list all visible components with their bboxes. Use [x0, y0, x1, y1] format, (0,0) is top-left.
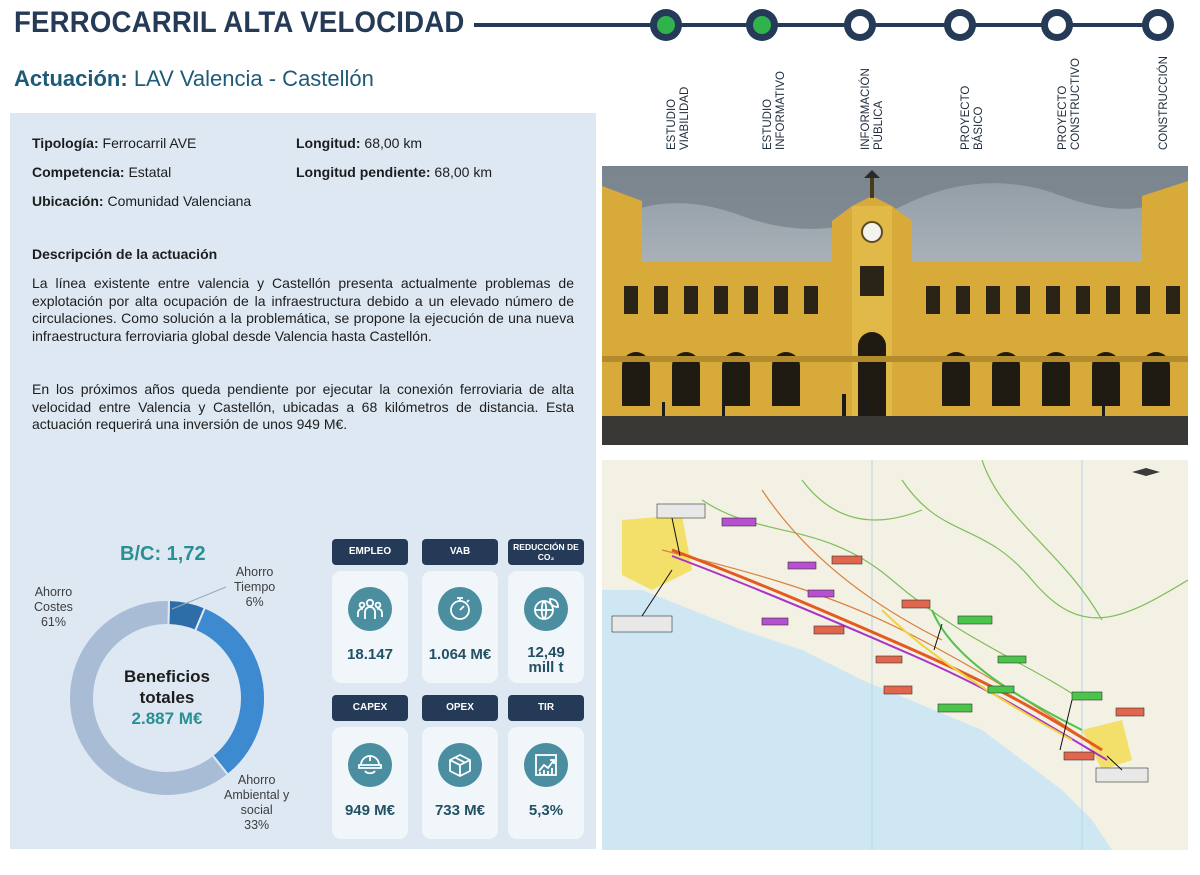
donut-center-line1: Beneficios [124, 667, 210, 686]
donut-center: Beneficios totales 2.887 M€ [62, 593, 272, 803]
donut-center-line2: totales [139, 688, 195, 707]
kpi-card-vab: 1.064 M€ [422, 571, 498, 683]
stage-label: CONSTRUCCIÓN [1158, 56, 1170, 150]
longitud-field: Longitud: 68,00 km [296, 135, 422, 151]
kpi-card-empleo: 18.147 [332, 571, 408, 683]
stage-dot [746, 9, 778, 41]
kpi-header-empleo: EMPLEO [332, 539, 408, 565]
globe-leaf-icon [524, 587, 568, 631]
stopwatch-icon [438, 587, 482, 631]
stage-dot [944, 9, 976, 41]
tipologia-field: Tipología: Ferrocarril AVE [32, 135, 196, 151]
people-icon [348, 587, 392, 631]
donut-svg [68, 598, 266, 797]
ubicacion-value: Comunidad Valenciana [107, 193, 252, 209]
description-paragraph-2: En los próximos años queda pendiente por… [32, 381, 574, 432]
longitud-value: 68,00 km [364, 135, 423, 151]
stage-dot [1142, 9, 1174, 41]
kpi-card-tir: 5,3% [508, 727, 584, 839]
page-title: FERROCARRIL ALTA VELOCIDAD [14, 6, 465, 39]
station-photo [602, 166, 1188, 445]
actuacion-subtitle: Actuación: LAV Valencia - Castellón [14, 66, 374, 92]
competencia-field: Competencia: Estatal [32, 164, 171, 180]
description-title: Descripción de la actuación [32, 246, 218, 262]
helmet-icon [348, 743, 392, 787]
ubicacion-label: Ubicación: [32, 193, 104, 209]
kpi-card-co2: 12,49 mill t [508, 571, 584, 683]
donut-slice-ahorro-costes [68, 599, 230, 797]
info-panel: Tipología: Ferrocarril AVE Competencia: … [10, 113, 596, 849]
kpi-header-tir: TIR [508, 695, 584, 721]
kpi-value-capex: 949 M€ [344, 802, 396, 819]
kpi-header-opex: OPEX [422, 695, 498, 721]
bc-ratio: B/C: 1,72 [120, 543, 206, 565]
ubicacion-field: Ubicación: Comunidad Valenciana [32, 193, 251, 209]
longitud-label: Longitud: [296, 135, 361, 151]
subtitle-value: LAV Valencia - Castellón [133, 66, 374, 91]
longitud-pendiente-label: Longitud pendiente: [296, 164, 431, 180]
stage-dot [1041, 9, 1073, 41]
label-ahorro-tiempo: Ahorro Tiempo 6% [234, 565, 276, 609]
tipologia-value: Ferrocarril AVE [102, 135, 197, 151]
tiempo-leader-line [171, 586, 227, 610]
tipologia-label: Tipología: [32, 135, 99, 151]
stage-dot [650, 9, 682, 41]
route-map [602, 460, 1188, 850]
growth-chart-icon [524, 743, 568, 787]
label-ahorro-costes: Ahorro Costes 61% [34, 585, 73, 629]
competencia-label: Competencia: [32, 164, 125, 180]
label-ahorro-ambiental: Ahorro Ambiental y social 33% [224, 773, 290, 832]
longitud-pendiente-value: 68,00 km [434, 164, 493, 180]
kpi-value-opex: 733 M€ [434, 802, 486, 819]
competencia-value: Estatal [128, 164, 172, 180]
stage-dot [844, 9, 876, 41]
box-icon [438, 743, 482, 787]
benefits-donut-chart: Beneficios totales 2.887 M€ [62, 593, 272, 803]
stage-construccion: CONSTRUCCIÓN [1128, 0, 1188, 160]
longitud-pendiente-field: Longitud pendiente: 68,00 km [296, 164, 492, 180]
description-paragraph-1: La línea existente entre valencia y Cast… [32, 275, 574, 344]
kpi-value-vab: 1.064 M€ [428, 646, 492, 663]
kpi-header-co2: REDUCCIÓN DE CO₂ [508, 539, 584, 565]
timeline-line [474, 23, 1170, 27]
subtitle-prefix: Actuación: [14, 66, 128, 91]
kpi-value-empleo: 18.147 [347, 646, 393, 663]
kpi-header-vab: VAB [422, 539, 498, 565]
kpi-value-co2: 12,49 mill t [527, 644, 565, 676]
kpi-card-opex: 733 M€ [422, 727, 498, 839]
kpi-value-tir: 5,3% [528, 802, 564, 819]
kpi-card-capex: 949 M€ [332, 727, 408, 839]
kpi-header-capex: CAPEX [332, 695, 408, 721]
donut-center-value: 2.887 M€ [131, 709, 203, 728]
